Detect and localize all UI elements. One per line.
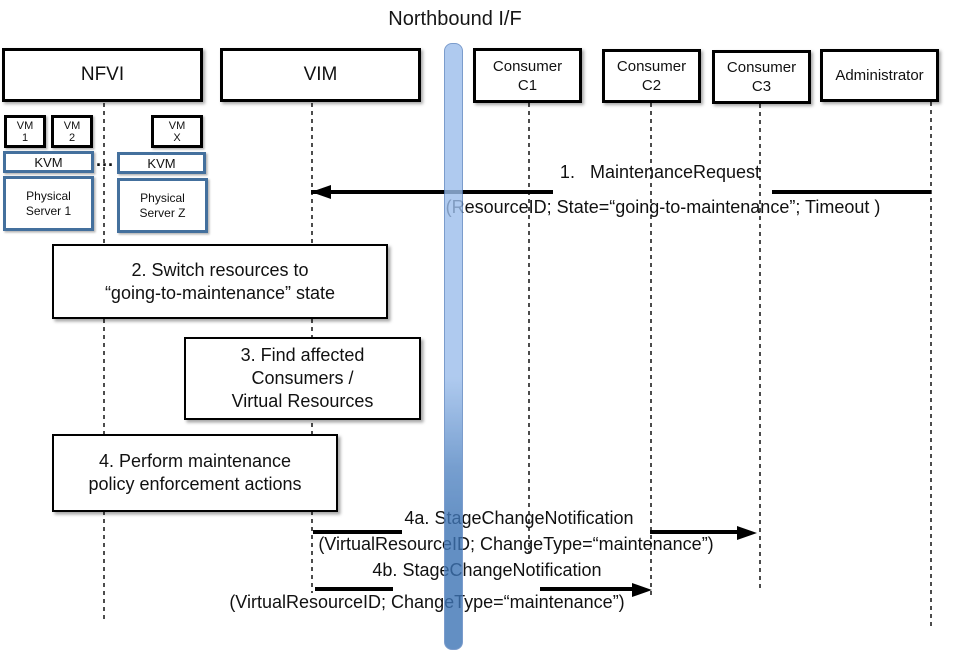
msg4b-arrow-line-left [315,587,393,591]
actor-label-vim: VIM [303,64,338,85]
ellipsis-between-servers: ... [95,150,114,170]
vm1-box: VM 1 [4,115,46,148]
vm1-label: VM [16,119,34,132]
physical-server-1-label: Physical [26,188,71,203]
step2-line2: “going-to-maintenance” state [104,282,336,303]
actor-label-administrator: Administrator [835,67,924,84]
msg4b-params: (VirtualResourceID; ChangeType=“maintena… [229,592,625,612]
actor-label-consumer-c3: Consumer [726,59,797,76]
lifeline-consumer-c2 [650,103,652,595]
northbound-if-bar [444,43,463,650]
step3-line2: Consumers / [251,368,354,388]
actor-box-nfvi: NFVI [2,48,203,102]
actor-box-consumer-c3: Consumer C3 [712,50,811,104]
actor-box-vim: VIM [220,48,421,102]
msg4a-params: (VirtualResourceID; ChangeType=“maintena… [318,534,714,554]
msg4b-arrow-line-right [540,587,634,591]
actor-sublabel-c2: C2 [641,77,662,94]
actor-label-consumer-c1: Consumer [492,57,563,75]
msg1-label: 1. MaintenanceRequest [559,162,761,182]
actor-sublabel-c3: C3 [751,78,772,95]
actor-box-administrator: Administrator [820,49,939,102]
step3-line1: 3. Find affected [240,345,365,365]
actor-label-consumer-c2: Consumer [616,58,687,75]
msg4b-label: 4b. StageChangeNotification [372,560,602,580]
kvm-right-box: KVM [117,152,206,174]
actor-label-nfvi: NFVI [80,64,125,85]
kvm-left-label: KVM [34,154,63,170]
kvm-right-label: KVM [147,155,176,171]
msg1-arrow-line-left [311,190,553,194]
msg1-params: (ResourceID; State=“going-to-maintenance… [445,197,881,217]
northbound-if-title: Northbound I/F [388,8,522,30]
msg4a-arrow-line-right [650,530,739,534]
vm2-box: VM 2 [51,115,93,148]
lifeline-nfvi [103,103,105,622]
step4-box: 4. Perform maintenance policy enforcemen… [52,434,338,512]
kvm-left-box: KVM [3,151,94,173]
msg4a-label: 4a. StageChangeNotification [404,508,634,528]
msg4a-arrow-line-left [313,530,402,534]
msg4b-arrowhead-icon [632,583,652,597]
step4-line1: 4. Perform maintenance [98,451,292,471]
physical-server-1-box: Physical Server 1 [3,176,94,231]
lifeline-administrator [930,102,932,630]
physical-server-z-label: Physical [140,190,185,205]
lifeline-consumer-c1 [528,103,530,553]
msg4a-arrowhead-icon [737,526,757,540]
physical-server-z-name: Server Z [139,205,186,220]
actor-box-consumer-c2: Consumer C2 [602,49,701,103]
vm2-number: 2 [68,131,76,144]
msg1-arrow-line-right [772,190,931,194]
vmx-label: VM [168,119,186,132]
step3-line3: Virtual Resources [231,391,374,411]
vmx-box: VM X [151,115,203,148]
step3-box: 3. Find affected Consumers / Virtual Res… [184,337,421,420]
lifeline-consumer-c3 [759,104,761,590]
actor-box-consumer-c1: Consumer C1 [473,48,582,103]
msg1-arrowhead-icon [311,185,331,199]
vm2-label: VM [63,119,81,132]
vm1-number: 1 [21,131,29,144]
step2-line1: 2. Switch resources to [131,259,309,280]
step2-box: 2. Switch resources to “going-to-mainten… [52,244,388,319]
actor-sublabel-c1: C1 [517,76,538,94]
step4-line2: policy enforcement actions [88,474,302,494]
vmx-number: X [173,131,181,144]
physical-server-z-box: Physical Server Z [117,178,208,233]
physical-server-1-name: Server 1 [25,203,72,218]
